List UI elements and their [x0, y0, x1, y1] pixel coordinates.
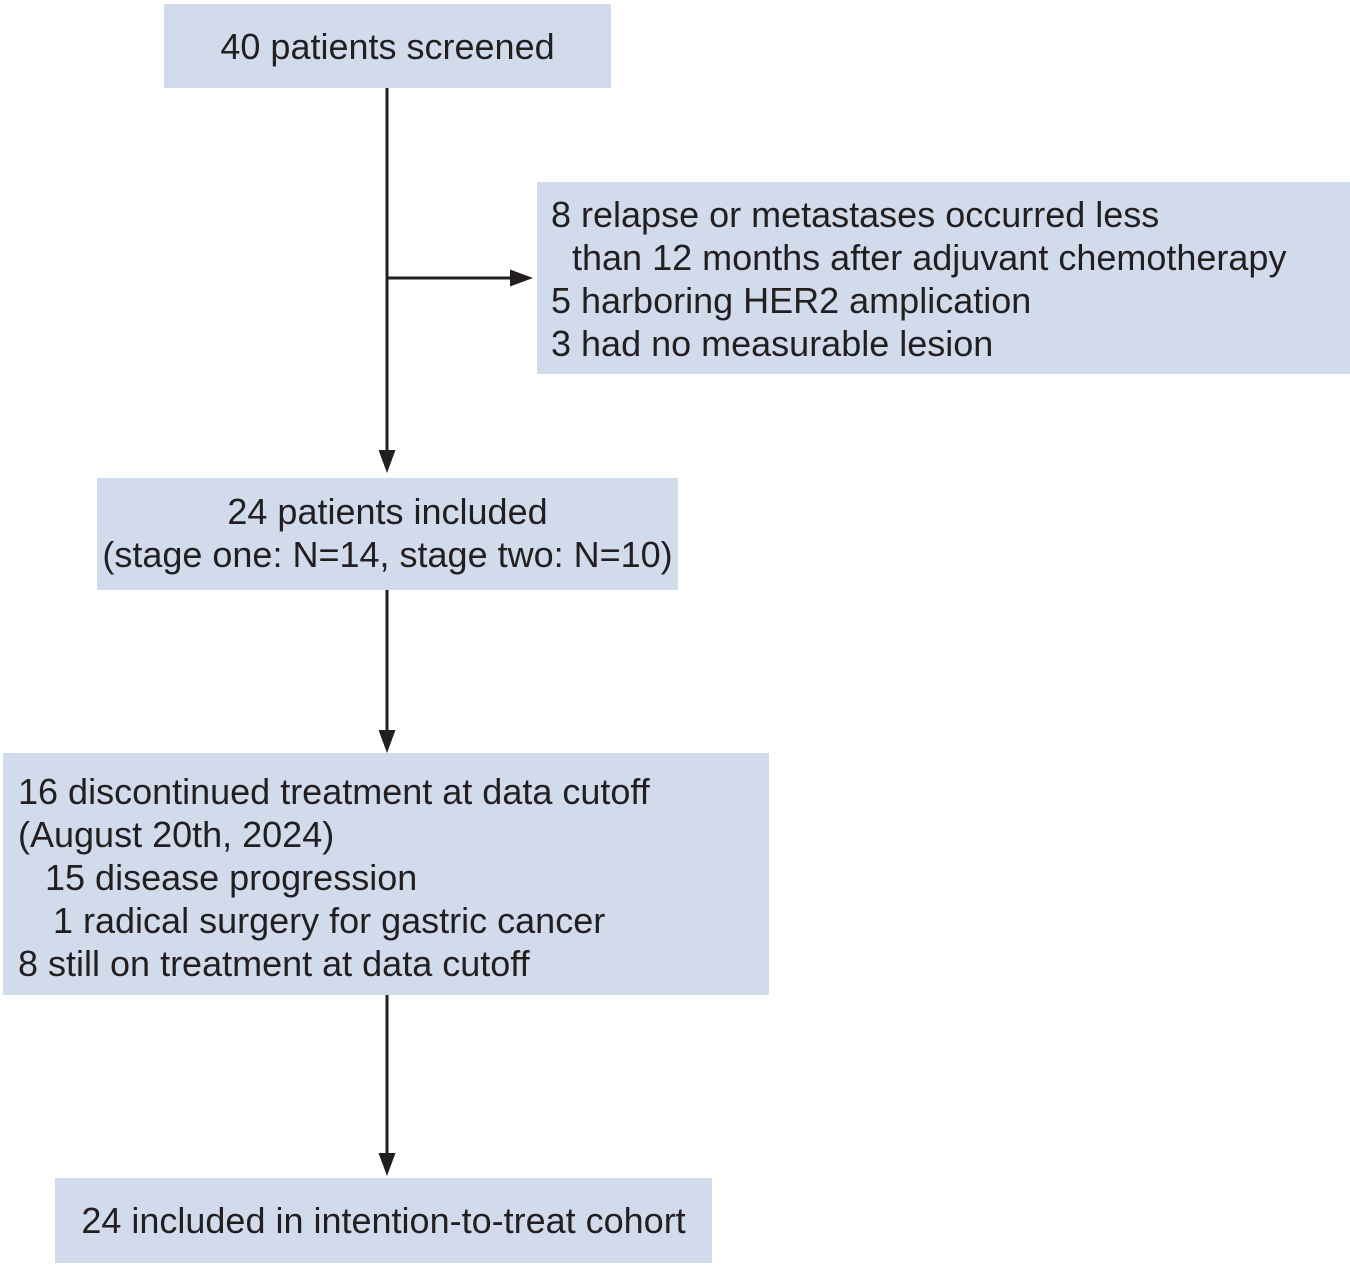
radical-surgery-text: 1 radical surgery for gastric cancer: [53, 900, 606, 941]
data-cutoff-date: (August 20th, 2024): [18, 814, 335, 855]
arrow-branch-to-excluded: [387, 269, 533, 287]
disease-progression-text: 15 disease progression: [45, 857, 418, 898]
exclusion-reason-no-lesion: 3 had no measurable lesion: [551, 323, 994, 364]
exclusion-reason-relapse-cont: than 12 months after adjuvant chemothera…: [572, 237, 1287, 278]
arrow-screened-to-included: [378, 88, 396, 473]
box-patients-included: 24 patients included (stage one: N=14, s…: [97, 478, 678, 590]
box-patients-screened: 40 patients screened: [164, 4, 611, 88]
patients-included-text: 24 patients included: [227, 491, 548, 532]
patients-screened-text: 40 patients screened: [220, 25, 555, 67]
patients-included-stages: (stage one: N=14, stage two: N=10): [102, 534, 673, 575]
exclusion-reason-relapse: 8 relapse or metastases occurred less: [551, 194, 1160, 235]
arrow-treatment-to-itt: [378, 995, 396, 1176]
discontinued-treatment-text: 16 discontinued treatment at data cutoff: [18, 771, 650, 812]
box-itt-cohort: 24 included in intention-to-treat cohort: [55, 1178, 712, 1263]
exclusion-reason-her2: 5 harboring HER2 amplication: [551, 280, 1032, 321]
box-treatment-status: 16 discontinued treatment at data cutoff…: [3, 753, 769, 995]
arrow-included-to-treatment: [378, 590, 396, 753]
box-exclusion-reasons: 8 relapse or metastases occurred less th…: [537, 182, 1350, 374]
itt-cohort-text: 24 included in intention-to-treat cohort: [81, 1200, 686, 1241]
still-on-treatment-text: 8 still on treatment at data cutoff: [18, 943, 530, 984]
